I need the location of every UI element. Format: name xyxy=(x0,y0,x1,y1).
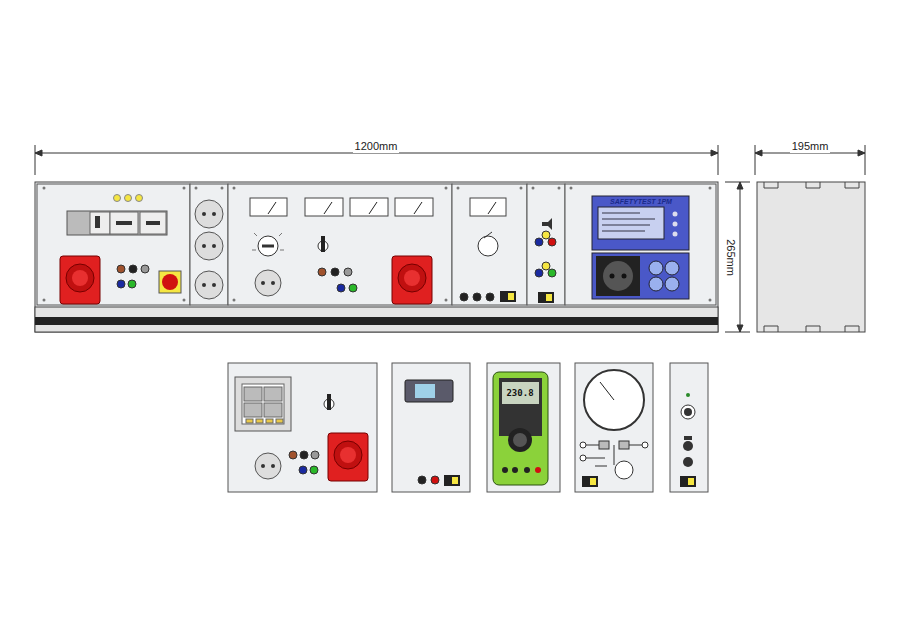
dimension-label: 1200mm xyxy=(353,140,400,153)
dimension-label: 195mm xyxy=(790,140,831,153)
display-brand: SAFETYTEST 1PM xyxy=(610,197,672,206)
dimension-label: 265mm xyxy=(724,237,737,278)
meter-reading: 230.8 xyxy=(506,388,533,398)
